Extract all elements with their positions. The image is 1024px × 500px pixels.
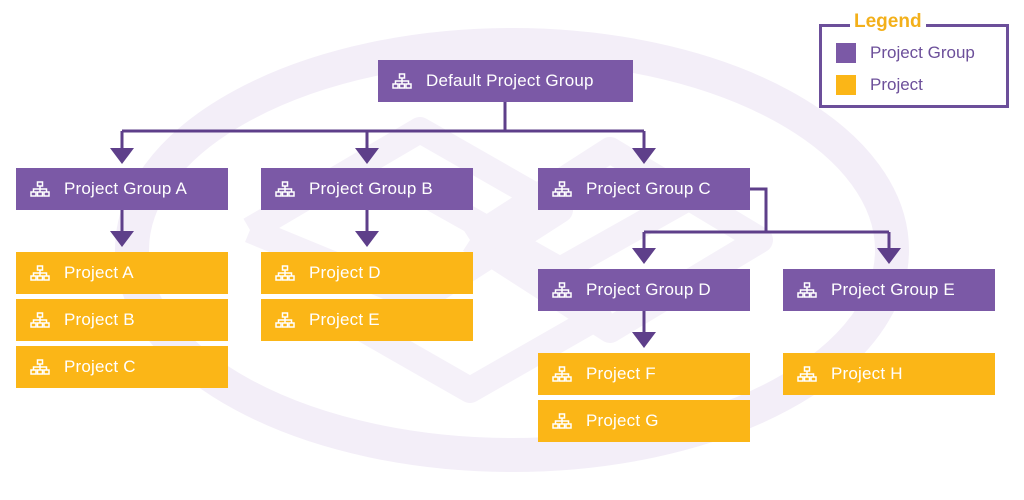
node-label: Project E xyxy=(309,310,380,329)
root-project-group-node[interactable]: Default Project Group xyxy=(378,60,633,102)
node-label: Project Group E xyxy=(831,280,955,299)
node-label: Project G xyxy=(586,411,659,430)
node-label: Project Group C xyxy=(586,179,711,198)
node-label: Project Group A xyxy=(64,179,188,198)
project-group-c-node[interactable]: Project Group C xyxy=(538,168,750,210)
hierarchy-icon xyxy=(30,359,50,375)
node-label: Project H xyxy=(831,364,903,383)
project-d-node[interactable]: Project D xyxy=(261,252,473,294)
project-b-node[interactable]: Project B xyxy=(16,299,228,341)
project-h-node[interactable]: Project H xyxy=(783,353,995,395)
node-label: Project B xyxy=(64,310,135,329)
legend-swatch-group xyxy=(836,43,856,63)
hierarchy-icon xyxy=(392,73,412,89)
legend-label: Project xyxy=(870,75,923,94)
project-f-node[interactable]: Project F xyxy=(538,353,750,395)
hierarchy-icon xyxy=(552,413,572,429)
hierarchy-icon xyxy=(275,312,295,328)
project-a-node[interactable]: Project A xyxy=(16,252,228,294)
hierarchy-icon xyxy=(552,181,572,197)
legend-label: Project Group xyxy=(870,43,975,62)
hierarchy-icon xyxy=(275,265,295,281)
legend-title: Legend xyxy=(850,11,926,33)
legend-item-project: Project xyxy=(836,75,923,95)
project-c-node[interactable]: Project C xyxy=(16,346,228,388)
node-label: Project Group B xyxy=(309,179,433,198)
node-label: Project C xyxy=(64,357,136,376)
node-label: Project Group D xyxy=(586,280,711,299)
node-label: Default Project Group xyxy=(426,71,594,90)
node-label: Project F xyxy=(586,364,656,383)
project-group-a-node[interactable]: Project Group A xyxy=(16,168,228,210)
legend: Legend Project Group Project xyxy=(819,11,1009,108)
project-group-b-node[interactable]: Project Group B xyxy=(261,168,473,210)
legend-item-project-group: Project Group xyxy=(836,43,975,63)
hierarchy-icon xyxy=(797,366,817,382)
project-g-node[interactable]: Project G xyxy=(538,400,750,442)
hierarchy-icon xyxy=(552,366,572,382)
project-group-e-node[interactable]: Project Group E xyxy=(783,269,995,311)
project-group-d-node[interactable]: Project Group D xyxy=(538,269,750,311)
hierarchy-icon xyxy=(275,181,295,197)
node-label: Project D xyxy=(309,263,381,282)
node-label: Project A xyxy=(64,263,134,282)
legend-swatch-project xyxy=(836,75,856,95)
hierarchy-icon xyxy=(552,282,572,298)
hierarchy-icon xyxy=(30,312,50,328)
project-e-node[interactable]: Project E xyxy=(261,299,473,341)
hierarchy-icon xyxy=(30,265,50,281)
hierarchy-icon xyxy=(797,282,817,298)
hierarchy-icon xyxy=(30,181,50,197)
